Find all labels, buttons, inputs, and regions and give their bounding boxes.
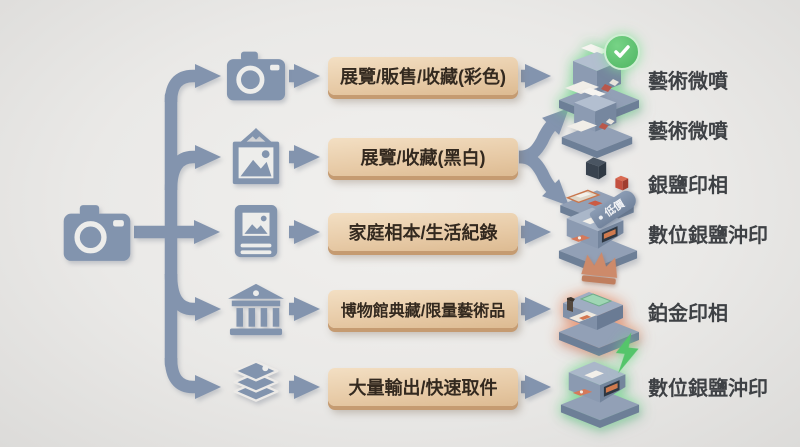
arrow-split-down: [518, 150, 569, 206]
use-case-box-5: 大量輸出/快速取件: [328, 368, 518, 406]
print-method-label: 銀鹽印相: [648, 174, 728, 197]
print-method-label: 藝術微噴: [648, 70, 728, 93]
use-case-label: 大量輸出/快速取件: [348, 378, 498, 398]
framed-photo-icon: [226, 127, 286, 189]
flatbed-printer-illustration: [559, 292, 639, 356]
minilab-printer-illustration: [560, 361, 640, 429]
use-case-label: 展覽/收藏(黑白): [360, 148, 486, 168]
branch-row5: [164, 357, 221, 399]
camera-icon: [226, 48, 286, 104]
print-method-label: 藝術微噴: [648, 120, 728, 143]
use-case-label: 博物館典藏/限量藝術品: [340, 303, 506, 320]
museum-icon: [226, 281, 286, 337]
branch-row2: [164, 145, 221, 191]
print-method-label: 數位銀鹽沖印: [648, 224, 768, 247]
use-case-box-1: 展覽/販售/收藏(彩色): [328, 57, 518, 95]
root-camera-icon: [60, 205, 134, 261]
ribbon-hole: [597, 214, 604, 220]
check-badge: [604, 34, 640, 70]
lightning-badge: [615, 332, 639, 374]
use-case-label: 家庭相本/生活紀錄: [348, 223, 498, 243]
inkjet-printer-illustration: [561, 87, 633, 159]
print-method-label: 數位銀鹽沖印: [648, 377, 768, 400]
photo-album-icon: [228, 202, 284, 262]
use-case-box-2: 展覽/收藏(黑白): [328, 138, 518, 176]
photo-stack-icon: [227, 357, 285, 411]
branch-row1: [164, 64, 221, 103]
use-case-box-4: 博物館典藏/限量藝術品: [328, 290, 518, 328]
use-case-label: 展覽/販售/收藏(彩色): [340, 67, 506, 87]
branch-row4: [164, 273, 221, 321]
crown-badge: [581, 252, 618, 285]
use-case-box-3: 家庭相本/生活紀錄: [328, 213, 518, 251]
print-method-label: 鉑金印相: [648, 302, 728, 325]
